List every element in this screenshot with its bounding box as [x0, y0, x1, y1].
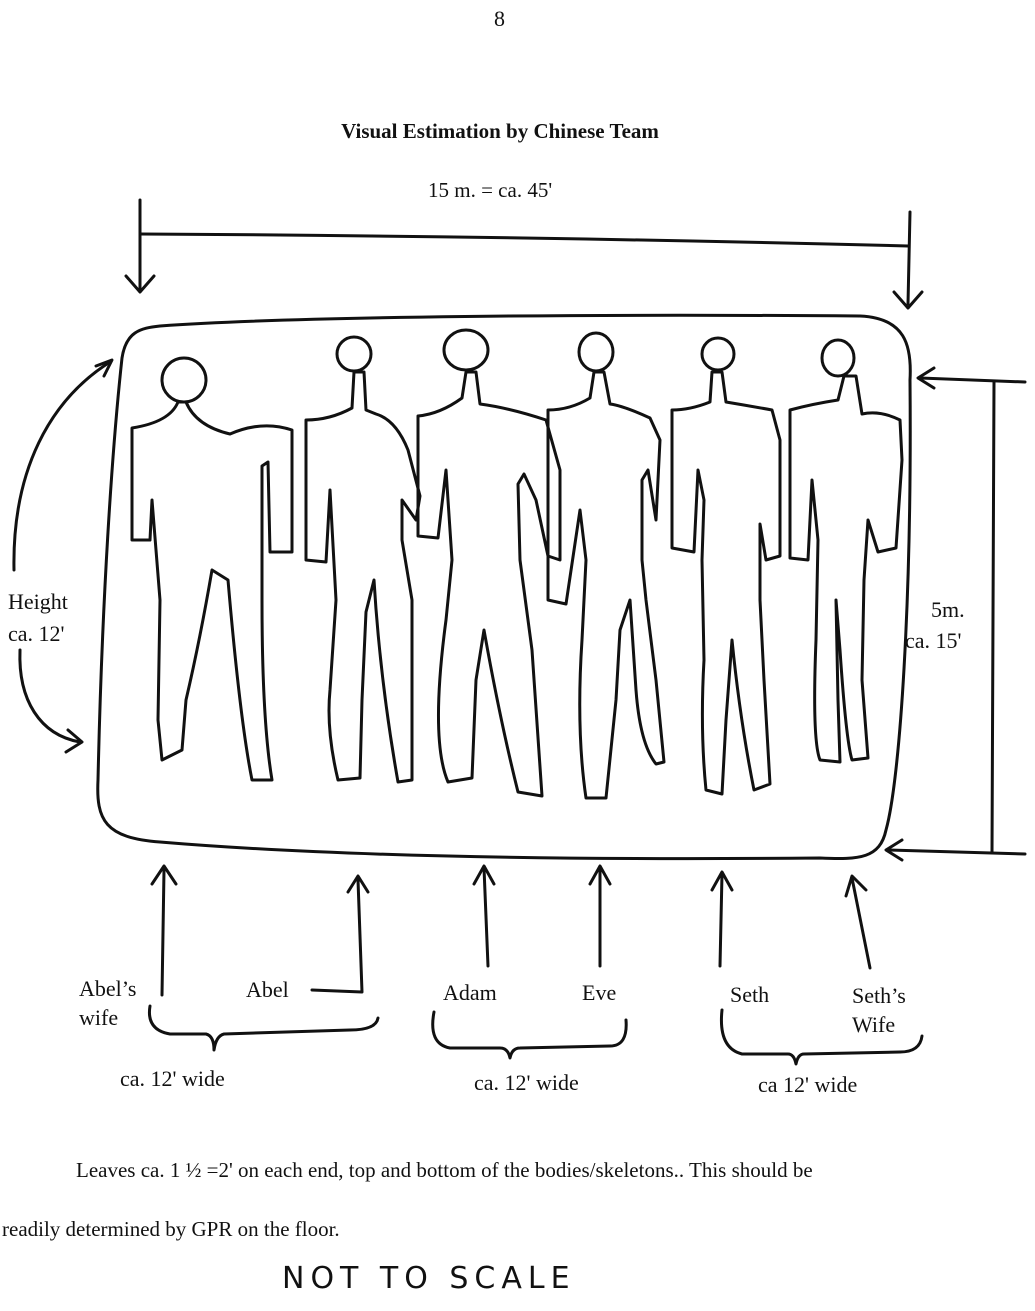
not-to-scale-stamp: NOT TO SCALE — [282, 1261, 576, 1296]
body-adam — [416, 328, 562, 798]
pair-width-label-2: ca. 12' wide — [474, 1070, 579, 1095]
pair-width-label-1: ca. 12' wide — [120, 1066, 225, 1091]
note-line-2: readily determined by GPR on the floor. — [2, 1217, 340, 1241]
pointer-arrows — [150, 864, 872, 997]
width-dimension — [124, 198, 924, 310]
body-eve — [546, 331, 666, 800]
height-left-label-line2: ca. 12' — [8, 621, 65, 646]
page-title: Visual Estimation by Chinese Team — [341, 119, 659, 143]
right-height-dimension — [884, 366, 1027, 862]
width-dimension-label: 15 m. = ca. 45' — [428, 178, 553, 202]
left-height-arrow — [12, 358, 114, 754]
body-abels-wife — [130, 356, 294, 782]
height-right-label-line1: 5m. — [931, 597, 965, 622]
label-eve: Eve — [582, 980, 617, 1005]
pair-width-label-3: ca 12' wide — [758, 1072, 858, 1097]
note-line-1: Leaves ca. 1 ½ =2' on each end, top and … — [76, 1158, 813, 1182]
label-adam: Adam — [443, 980, 497, 1005]
body-seths-wife — [788, 338, 904, 764]
body-seth — [670, 336, 782, 796]
body-abel — [304, 335, 422, 784]
label-seths-wife-line2: Wife — [852, 1012, 896, 1037]
label-abels-wife-line1: Abel’s — [79, 976, 137, 1001]
page-number: 8 — [494, 6, 505, 31]
tomb-outline — [96, 313, 912, 861]
label-seths-wife-line1: Seth’s — [852, 983, 906, 1008]
height-left-label-line1: Height — [8, 589, 68, 614]
pair-braces — [147, 1004, 924, 1066]
label-seth: Seth — [730, 982, 770, 1007]
label-abels-wife-line2: wife — [79, 1005, 119, 1030]
height-right-label-line2: ca. 15' — [905, 628, 962, 653]
label-abel: Abel — [246, 977, 289, 1002]
